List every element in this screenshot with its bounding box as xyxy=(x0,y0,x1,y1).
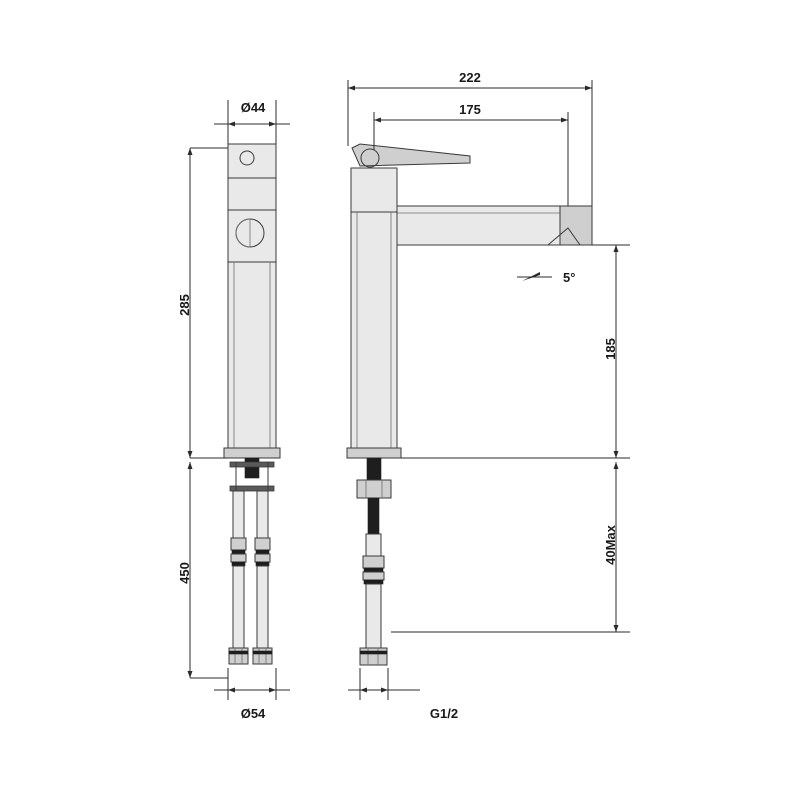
left-hose-2-band-b xyxy=(255,561,270,567)
right-hose-nut-upper xyxy=(362,555,385,569)
left-hose-1-fitting-band xyxy=(228,650,249,655)
right-lever-handle xyxy=(351,143,471,167)
dimension-hose-length: 450 xyxy=(177,462,228,679)
label-spout-height: 185 xyxy=(603,338,618,360)
left-base-flange xyxy=(223,447,281,459)
left-spout-outlet-shading xyxy=(235,218,251,248)
right-mounting-shank xyxy=(366,457,382,481)
left-hose-2-fitting-band xyxy=(252,650,273,655)
right-spout-arm xyxy=(396,205,561,246)
dimension-thread-size: G1/2 xyxy=(348,668,458,721)
dimension-max-thickness: 40Max xyxy=(391,462,630,633)
dimension-reach-total: 222 xyxy=(347,70,593,206)
right-hose-upper xyxy=(365,533,382,557)
right-fitting-band xyxy=(359,650,388,655)
right-threaded-rod xyxy=(367,497,380,535)
dimension-reach-inner: 175 xyxy=(373,102,569,206)
left-mounting-bracket-upper xyxy=(229,461,275,468)
left-hose-2-collar xyxy=(254,553,271,563)
right-handle-pivot xyxy=(360,148,380,168)
dimension-top-diameter: Ø44 xyxy=(214,100,290,144)
left-hose-1-nut-upper xyxy=(230,537,247,551)
left-hose-1-upper xyxy=(232,490,245,539)
right-main-column xyxy=(350,211,398,449)
label-body-height: 285 xyxy=(177,294,192,316)
label-handle-angle: 5° xyxy=(563,270,575,285)
right-base-flange xyxy=(346,447,402,459)
left-body-segment-2 xyxy=(227,209,277,263)
label-hose-length: 450 xyxy=(177,562,192,584)
left-hose-2-end-fitting xyxy=(252,647,273,665)
left-hose-2-band-a xyxy=(255,549,270,555)
dimension-spout-height: 185 xyxy=(401,244,630,459)
left-hose-1-end-fitting xyxy=(228,647,249,665)
right-hose-lower xyxy=(365,583,382,649)
left-hose-2-upper xyxy=(256,490,269,539)
dimension-body-height: 285 xyxy=(177,147,228,459)
right-aerator-wedge xyxy=(546,227,581,246)
left-handle-pivot-circle xyxy=(239,150,255,166)
label-max-thickness: 40Max xyxy=(603,524,618,565)
right-cartridge-housing xyxy=(350,167,398,213)
left-hose-1-lower xyxy=(232,565,245,649)
right-hose-band-a xyxy=(363,567,384,573)
label-reach-total: 222 xyxy=(459,70,481,85)
right-hose-collar xyxy=(362,571,385,581)
left-mounting-bracket-lower xyxy=(229,485,275,492)
left-mounting-shank xyxy=(244,457,260,479)
label-reach-inner: 175 xyxy=(459,102,481,117)
label-base-diameter: Ø54 xyxy=(241,706,266,721)
left-hose-1-band-a xyxy=(231,549,246,555)
left-hose-2-lower xyxy=(256,565,269,649)
label-top-diameter: Ø44 xyxy=(241,100,266,115)
right-hose xyxy=(359,533,388,666)
dimension-base-diameter: Ø54 xyxy=(214,668,290,721)
right-hose-end-fitting xyxy=(359,647,388,666)
label-thread-size: G1/2 xyxy=(430,706,458,721)
left-top-cap xyxy=(227,143,277,179)
left-main-column xyxy=(227,261,277,449)
right-mounting-nut xyxy=(356,479,392,499)
left-hose-2-nut-upper xyxy=(254,537,271,551)
left-hose-pair xyxy=(228,490,273,665)
dimension-handle-angle: 5° xyxy=(517,270,575,285)
left-view-front-elevation xyxy=(223,143,281,665)
right-view-side-elevation xyxy=(346,143,593,666)
left-body-segment-1 xyxy=(227,177,277,211)
right-hose-band-b xyxy=(363,579,384,585)
left-hose-1-band-b xyxy=(231,561,246,567)
left-hose-1-collar xyxy=(230,553,247,563)
